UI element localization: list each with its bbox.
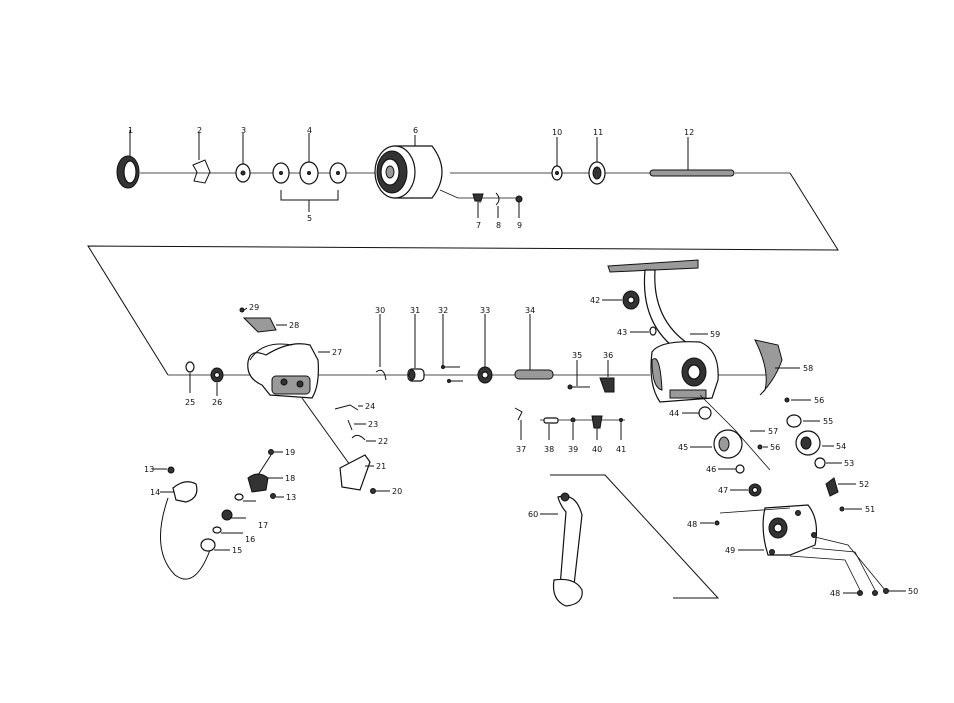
one-way-bearing-part (477, 314, 493, 384)
drive-gear-parts (682, 394, 771, 497)
cap-part-42 (602, 290, 640, 310)
label-part-58: 58 (803, 364, 813, 373)
label-part-39: 39 (568, 445, 578, 454)
label-part-59: 59 (710, 330, 720, 339)
label-part-26: 26 (212, 398, 222, 407)
label-part-48b: 48 (830, 589, 840, 598)
right-side-small-parts (750, 339, 862, 512)
label-part-5: 5 (307, 214, 312, 223)
anti-reverse-small-parts (540, 415, 625, 440)
label-part-14: 14 (150, 488, 160, 497)
spool-click-parts (439, 189, 523, 218)
label-part-52: 52 (859, 480, 869, 489)
label-part-45: 45 (678, 443, 688, 452)
label-part-11: 11 (593, 128, 603, 137)
reel-body-group (540, 259, 906, 607)
label-part-55: 55 (823, 417, 833, 426)
label-part-6: 6 (413, 126, 418, 135)
label-part-13b: 13 (286, 493, 296, 502)
side-cover-part (700, 504, 906, 596)
label-part-35: 35 (572, 351, 582, 360)
main-shaft-part (649, 137, 735, 177)
label-part-25: 25 (185, 398, 195, 407)
line-roller-part (375, 314, 387, 381)
label-part-32: 32 (438, 306, 448, 315)
part-number-labels: 1 2 3 4 5 6 7 8 9 10 11 12 13 13 14 15 1… (128, 126, 918, 598)
spool-washer-part-11 (588, 137, 606, 185)
rotor-nut-part (210, 367, 224, 396)
label-part-30: 30 (375, 306, 385, 315)
label-part-17: 17 (258, 521, 268, 530)
label-part-51: 51 (865, 505, 875, 514)
label-part-49: 49 (725, 546, 735, 555)
label-part-12: 12 (684, 128, 694, 137)
drag-washer-set-part (272, 133, 347, 212)
label-part-56a: 56 (814, 396, 824, 405)
label-part-21: 21 (376, 462, 386, 471)
label-part-47: 47 (718, 486, 728, 495)
label-part-8: 8 (496, 221, 501, 230)
label-part-3: 3 (241, 126, 246, 135)
label-part-18: 18 (285, 474, 295, 483)
reel-foot-part (607, 259, 699, 353)
label-part-10: 10 (552, 128, 562, 137)
rotor-assembly-group (168, 307, 770, 494)
rotor-part (239, 307, 351, 466)
spring-part-37 (514, 407, 523, 440)
handle-part (540, 474, 720, 607)
label-part-41: 41 (616, 445, 626, 454)
bail-arm-parts (334, 404, 390, 494)
label-part-27: 27 (332, 348, 342, 357)
anti-reverse-part (599, 360, 615, 393)
bail-wire-group (153, 449, 284, 580)
label-part-7: 7 (476, 221, 481, 230)
label-part-43: 43 (617, 328, 627, 337)
label-part-40: 40 (592, 445, 602, 454)
spool-assembly-group (87, 130, 839, 376)
gearbox-body-part (650, 341, 719, 403)
label-part-1: 1 (128, 126, 133, 135)
pinion-gear-part (514, 314, 554, 380)
drag-knob-part (116, 130, 140, 189)
label-part-56b: 56 (770, 443, 780, 452)
screw-part-43 (630, 326, 657, 336)
label-part-2: 2 (197, 126, 202, 135)
label-part-28: 28 (289, 321, 299, 330)
label-part-38: 38 (544, 445, 554, 454)
label-part-42: 42 (590, 296, 600, 305)
label-part-15: 15 (232, 546, 242, 555)
label-part-37: 37 (516, 445, 526, 454)
label-part-9: 9 (517, 221, 522, 230)
spring-clip-part (192, 132, 211, 184)
label-part-54: 54 (836, 442, 846, 451)
roller-bushing-part (407, 314, 425, 382)
label-part-29: 29 (249, 303, 259, 312)
label-part-22: 22 (378, 437, 388, 446)
label-part-24: 24 (365, 402, 375, 411)
label-part-60: 60 (528, 510, 538, 519)
washer-part-10 (551, 137, 563, 181)
label-part-31: 31 (410, 306, 420, 315)
washer-part-25 (185, 361, 195, 393)
label-part-33: 33 (480, 306, 490, 315)
label-part-46: 46 (706, 465, 716, 474)
washer-part-3 (235, 133, 251, 183)
label-part-53: 53 (844, 459, 854, 468)
label-part-13a: 13 (144, 465, 154, 474)
label-part-44: 44 (669, 409, 679, 418)
label-part-16: 16 (245, 535, 255, 544)
label-part-36: 36 (603, 351, 613, 360)
pin-part-32 (441, 314, 463, 383)
label-part-20: 20 (392, 487, 402, 496)
screw-part-35 (567, 360, 590, 390)
label-part-50: 50 (908, 587, 918, 596)
spool-part (374, 135, 443, 199)
label-part-23: 23 (368, 420, 378, 429)
label-part-48a: 48 (687, 520, 697, 529)
label-part-19: 19 (285, 448, 295, 457)
label-part-57: 57 (768, 427, 778, 436)
label-part-34: 34 (525, 306, 535, 315)
label-part-4: 4 (307, 126, 312, 135)
